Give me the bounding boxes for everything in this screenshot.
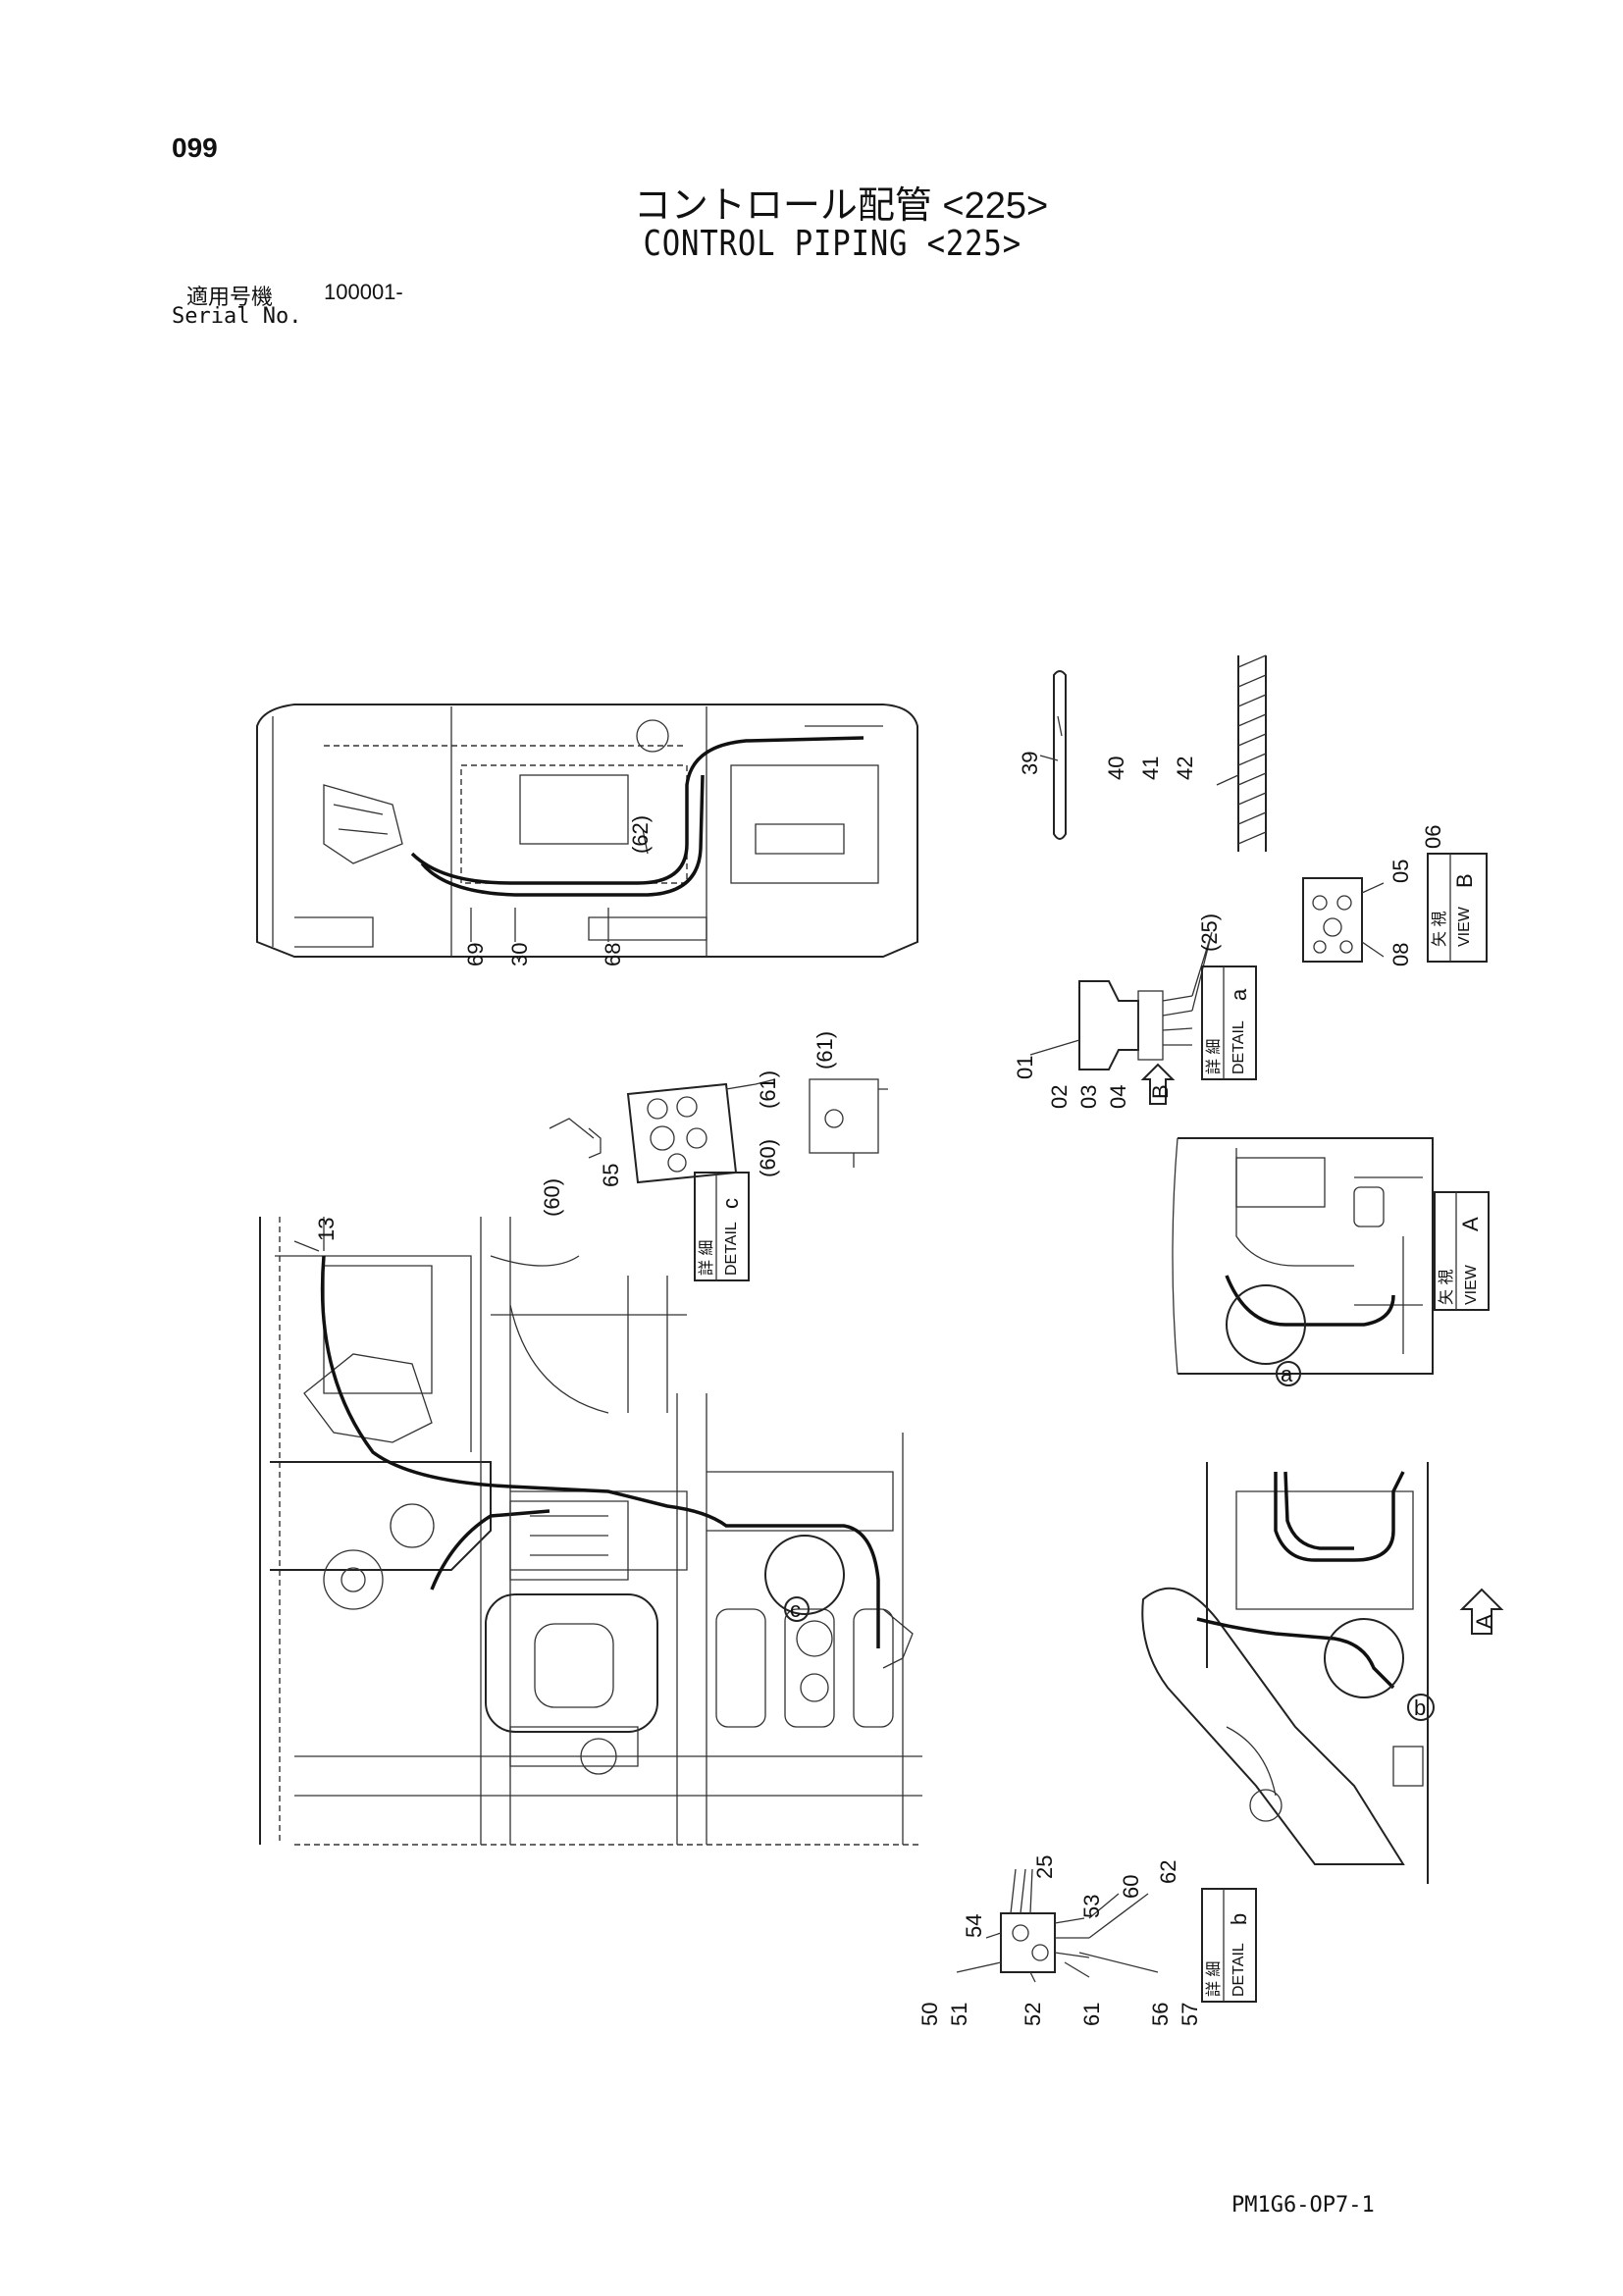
callout-61-a: (61) bbox=[756, 1070, 780, 1109]
view-b-en: VIEW bbox=[1456, 906, 1473, 947]
callout-42: 42 bbox=[1173, 757, 1197, 780]
arrow-b-letter: B bbox=[1148, 1084, 1173, 1099]
top-view-callouts: 69 30 68 (62) bbox=[463, 815, 653, 966]
serial-value: 100001- bbox=[324, 280, 403, 304]
callout-04: 04 bbox=[1106, 1085, 1130, 1109]
callout-60-a: (60) bbox=[540, 1178, 564, 1217]
view-b-jp: 矢 視 bbox=[1431, 912, 1448, 947]
view-a-jp: 矢 視 bbox=[1438, 1270, 1455, 1305]
circle-a-letter: a bbox=[1281, 1362, 1293, 1386]
callout-69: 69 bbox=[463, 943, 488, 966]
detail-c-drawing: (61) (61) (60) (60) 65 詳 細 DETAIL c bbox=[540, 1031, 888, 1281]
bracket-drawing: 40 41 42 bbox=[1104, 654, 1267, 852]
callout-60-b: (60) bbox=[756, 1139, 780, 1177]
callout-65: 65 bbox=[599, 1164, 623, 1187]
callout-62: (62) bbox=[628, 815, 653, 854]
view-a-en: VIEW bbox=[1463, 1264, 1480, 1305]
callout-25-paren: (25) bbox=[1197, 913, 1222, 952]
detail-b-jp: 詳 細 bbox=[1205, 1961, 1223, 1997]
drawing-code: PM1G6-OP7-1 bbox=[1231, 2193, 1375, 2218]
main-frame-drawing: c 13 bbox=[259, 1217, 922, 1846]
callout-54: 54 bbox=[962, 1914, 986, 1938]
arrow-a-letter: A bbox=[1472, 1614, 1496, 1629]
callout-50: 50 bbox=[917, 2003, 942, 2026]
callout-01: 01 bbox=[1013, 1056, 1037, 1079]
callout-56: 56 bbox=[1148, 2003, 1173, 2026]
detail-a-en: DETAIL bbox=[1230, 1020, 1247, 1074]
detail-b-en: DETAIL bbox=[1230, 1943, 1247, 1997]
detail-b-letter: b bbox=[1227, 1913, 1251, 1925]
page-number: 099 bbox=[172, 132, 218, 163]
view-a-letter: A bbox=[1458, 1217, 1483, 1231]
serial-label-english: Serial No. bbox=[172, 304, 302, 329]
detail-a-drawing: (25) 01 02 03 04 B 詳 細 DETAIL a bbox=[1013, 913, 1257, 1109]
detail-c-en: DETAIL bbox=[723, 1222, 740, 1276]
callout-03: 03 bbox=[1076, 1085, 1101, 1109]
callout-02: 02 bbox=[1047, 1085, 1072, 1109]
title-japanese: コントロール配管 <225> bbox=[633, 185, 1049, 227]
callout-25: 25 bbox=[1032, 1855, 1057, 1879]
serial-label-japanese: 適用号機 bbox=[186, 285, 274, 309]
callout-06: 06 bbox=[1421, 825, 1445, 849]
circle-b-letter: b bbox=[1414, 1696, 1426, 1720]
side-view-drawing: b A bbox=[1141, 1462, 1504, 1884]
view-b-valve: 05 06 08 矢 視 VIEW B bbox=[1302, 825, 1488, 966]
detail-c-jp: 詳 細 bbox=[698, 1240, 715, 1276]
top-view-drawing bbox=[256, 704, 918, 958]
callout-05: 05 bbox=[1388, 860, 1413, 883]
view-a-drawing: a 矢 視 VIEW A bbox=[1172, 1137, 1490, 1386]
detail-c-letter: c bbox=[718, 1198, 743, 1209]
callout-41: 41 bbox=[1138, 757, 1163, 780]
circle-c-letter: c bbox=[790, 1597, 801, 1622]
detail-b-drawing: 25 53 60 62 54 50 51 52 61 56 57 詳 細 DET… bbox=[917, 1855, 1257, 2026]
callout-68: 68 bbox=[601, 943, 625, 966]
callout-62: 62 bbox=[1156, 1860, 1180, 1884]
callout-60: 60 bbox=[1119, 1875, 1143, 1899]
callout-51: 51 bbox=[947, 2003, 971, 2026]
view-b-letter: B bbox=[1452, 873, 1477, 888]
callout-13: 13 bbox=[314, 1218, 339, 1241]
clamp-drawing: 39 bbox=[1018, 670, 1067, 840]
callout-39: 39 bbox=[1018, 752, 1042, 775]
callout-40: 40 bbox=[1104, 757, 1128, 780]
callout-08: 08 bbox=[1388, 943, 1413, 966]
title-english: CONTROL PIPING <225> bbox=[643, 224, 1021, 264]
callout-53: 53 bbox=[1079, 1895, 1104, 1918]
callout-57: 57 bbox=[1178, 2003, 1202, 2026]
callout-61: 61 bbox=[1079, 2003, 1104, 2026]
detail-a-jp: 詳 細 bbox=[1205, 1039, 1223, 1074]
callout-61-b: (61) bbox=[812, 1031, 837, 1070]
callout-30: 30 bbox=[507, 943, 532, 966]
detail-a-letter: a bbox=[1227, 988, 1251, 1001]
callout-52: 52 bbox=[1021, 2003, 1045, 2026]
